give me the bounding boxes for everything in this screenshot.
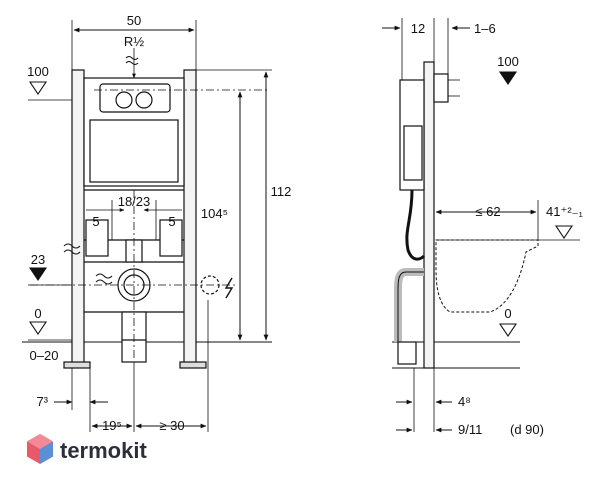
level-floor-triangle bbox=[28, 321, 48, 335]
front-spacing-right-label: 5 bbox=[168, 214, 175, 229]
brand-logo-icon bbox=[27, 434, 53, 464]
electric-bolt-icon bbox=[224, 277, 234, 299]
front-ref-floor-label: 0 bbox=[34, 306, 41, 321]
front-spacing-center-label: 18/23 bbox=[118, 194, 151, 209]
side-level-floor-triangle bbox=[498, 323, 518, 337]
front-ref-top-label: 100 bbox=[27, 64, 49, 79]
front-view bbox=[22, 20, 272, 432]
side-level-bowl-triangle bbox=[554, 225, 574, 239]
side-level-top-triangle bbox=[498, 71, 518, 85]
side-depth-top-label: 12 bbox=[411, 21, 425, 36]
front-foot-width-label: 19⁵ bbox=[102, 418, 122, 433]
brand-name: termokit bbox=[60, 438, 147, 463]
front-thread-label: R½ bbox=[124, 34, 144, 49]
front-level-markers bbox=[28, 81, 48, 335]
side-pipe-offset-label: 4⁸ bbox=[458, 394, 471, 409]
front-width-label: 50 bbox=[127, 13, 141, 28]
side-ref-floor-label: 0 bbox=[504, 306, 511, 321]
front-floor-range-label: 0–20 bbox=[30, 348, 59, 363]
side-ref-top-label: 100 bbox=[497, 54, 519, 69]
front-height-frame-label: 104⁵ bbox=[201, 206, 228, 221]
level-top-triangle bbox=[28, 81, 48, 95]
front-foot-offset-label: 7³ bbox=[36, 394, 48, 409]
side-pipe-size-label: 9/11 bbox=[458, 422, 482, 437]
front-ref-supply-label: 23 bbox=[31, 252, 45, 267]
front-clearance-label: ≥ 30 bbox=[159, 418, 184, 433]
side-pipe-diameter-label: (d 90) bbox=[510, 422, 544, 437]
front-spacing-left-label: 5 bbox=[92, 214, 99, 229]
water-symbol-icon bbox=[63, 243, 113, 285]
side-bowl-reach-label: ≤ 62 bbox=[475, 204, 500, 219]
thread-symbol-icon bbox=[125, 56, 139, 65]
side-level-markers bbox=[498, 71, 574, 337]
level-supply-triangle bbox=[28, 267, 48, 281]
front-height-total-label: 112 bbox=[271, 184, 292, 199]
side-bowl-height-label: 41⁺²₋₁ bbox=[546, 204, 584, 219]
side-view bbox=[382, 18, 580, 433]
side-depth-adjust-label: 1–6 bbox=[474, 21, 496, 36]
